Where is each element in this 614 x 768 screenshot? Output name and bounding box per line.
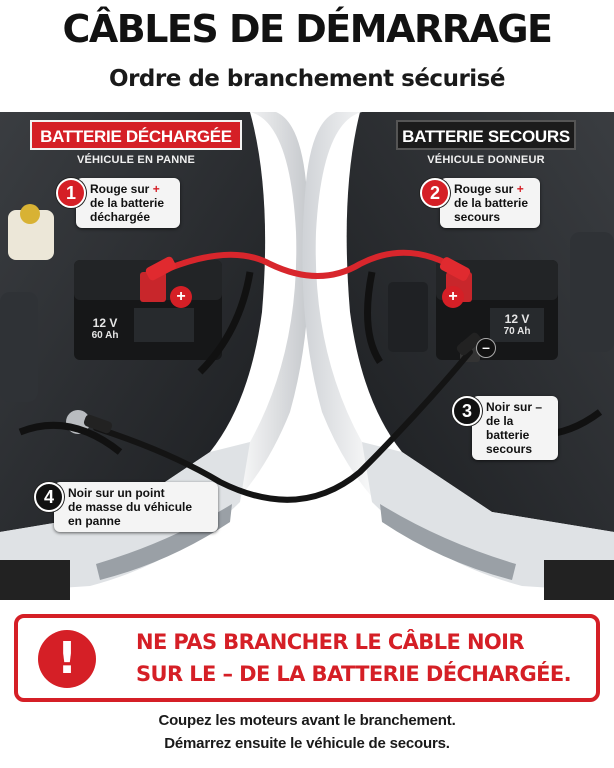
step-4-line2: de masse du véhicule: [68, 500, 193, 514]
right-fusebox: [388, 282, 428, 352]
warning-banner: ! NE PAS BRANCHER LE CÂBLE NOIR SUR LE –…: [14, 614, 600, 702]
dead-battery-badge: BATTERIE DÉCHARGÉE: [30, 120, 242, 150]
right-bumper: [362, 442, 614, 592]
dead-vehicle-label: VÉHICULE EN PANNE: [76, 154, 196, 166]
left-black-clamp: [83, 414, 113, 434]
step-4-line3: en panne: [68, 514, 121, 528]
warning-text: NE PAS BRANCHER LE CÂBLE NOIR SUR LE – D…: [136, 626, 596, 690]
left-reservoir-cap: [20, 204, 40, 224]
step-3-sign: –: [535, 400, 543, 414]
left-plus-sign: +: [170, 286, 192, 308]
warning-line-1: NE PAS BRANCHER LE CÂBLE NOIR: [136, 630, 525, 654]
left-hoses: [18, 271, 254, 455]
black-cable: [93, 349, 473, 503]
left-reservoir: [8, 210, 54, 260]
left-airbox: [0, 292, 38, 402]
note-line-1: Coupez les moteurs avant le branchement.: [158, 712, 456, 729]
right-red-clamp: [439, 257, 471, 281]
step-1-line2: de la batterie: [90, 196, 165, 210]
left-positive-terminal: [140, 272, 166, 302]
left-headlight: [96, 504, 232, 580]
right-plus-sign: +: [442, 286, 464, 308]
step-2-sign: +: [516, 182, 524, 196]
step-1-text: Rouge sur + de la batterie déchargée: [76, 178, 180, 228]
step-2-number: 2: [420, 178, 450, 208]
donor-vehicle-label: VÉHICULE DONNEUR: [427, 154, 545, 166]
step-1-sign: +: [152, 182, 160, 196]
page-title: CÂBLES DE DÉMARRAGE: [62, 7, 553, 51]
right-black-clamp: [456, 332, 482, 356]
right-battery-label: [490, 308, 544, 342]
step-2-text: Rouge sur + de la batterie secours: [440, 178, 540, 228]
red-cable: [157, 249, 465, 279]
left-red-clamp: [145, 256, 177, 281]
step-3-callout: 3 Noir sur – de la batterie secours: [452, 396, 558, 460]
step-1-line1: Rouge sur: [90, 182, 150, 196]
warning-line-2: SUR LE – DE LA BATTERIE DÉCHARGÉE.: [136, 662, 572, 686]
note-line-2: Démarrez ensuite le véhicule de secours.: [164, 735, 450, 752]
step-1-line3: déchargée: [90, 210, 151, 224]
right-headlight: [380, 504, 516, 580]
right-airbox: [570, 232, 614, 352]
step-2-line2: de la batterie: [454, 196, 529, 210]
step-3-text: Noir sur – de la batterie secours: [472, 396, 558, 460]
step-1-number: 1: [56, 178, 86, 208]
left-battery-label: [134, 308, 194, 342]
right-minus-sign: –: [476, 338, 496, 358]
step-3-line1: Noir sur: [486, 400, 533, 414]
left-fender: [150, 112, 310, 552]
page-subtitle: Ordre de branchement sécurisé: [109, 66, 505, 92]
step-3-line2: de la batterie: [486, 414, 530, 442]
left-grille: [0, 560, 70, 600]
step-4-text: Noir sur un point de masse du véhicule e…: [54, 482, 218, 532]
right-grille: [544, 560, 614, 600]
right-battery-capacity: 70 Ah: [503, 326, 531, 337]
donor-battery-badge: BATTERIE SECOURS: [396, 120, 576, 150]
step-1-callout: 1 Rouge sur + de la batterie déchargée: [56, 178, 180, 228]
step-3-number: 3: [452, 396, 482, 426]
step-2-callout: 2 Rouge sur + de la batterie secours: [420, 178, 540, 228]
step-4-callout: 4 Noir sur un point de masse du véhicule…: [34, 482, 218, 532]
step-2-line1: Rouge sur: [454, 182, 514, 196]
right-fender: [302, 112, 462, 552]
step-3-line3: secours: [486, 442, 533, 456]
step-4-number: 4: [34, 482, 64, 512]
exclamation-icon: !: [38, 630, 96, 688]
left-battery-voltage: 12 V: [92, 316, 118, 330]
left-battery-spec: 12 V 60 Ah: [80, 316, 130, 342]
step-4-line1: Noir sur un point: [68, 486, 165, 500]
left-battery-capacity: 60 Ah: [91, 330, 119, 341]
step-2-line3: secours: [454, 210, 501, 224]
right-battery-spec: 12 V 70 Ah: [492, 312, 542, 338]
right-battery-voltage: 12 V: [504, 312, 530, 326]
